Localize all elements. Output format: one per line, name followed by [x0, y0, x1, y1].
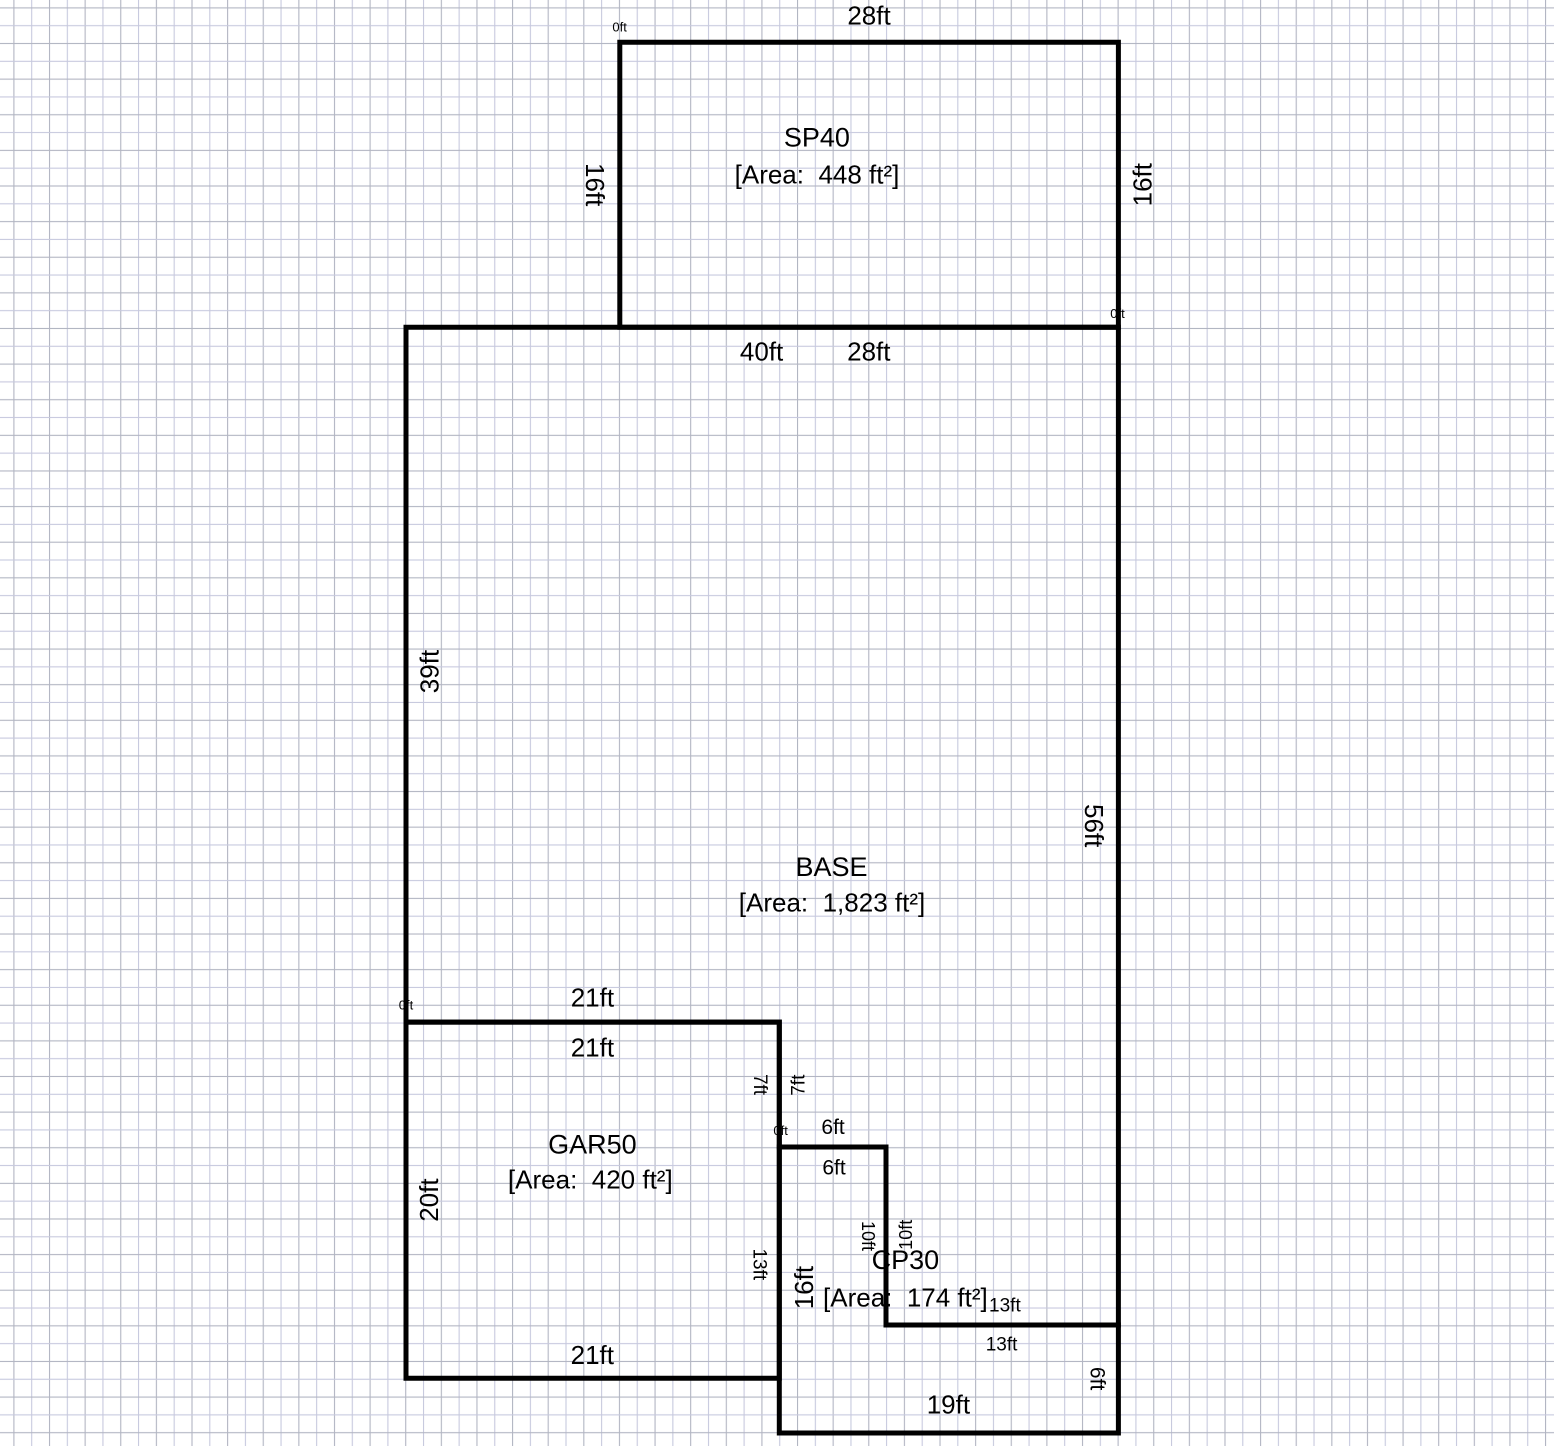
svg-text:0ft: 0ft — [399, 997, 414, 1012]
svg-text:7ft: 7ft — [789, 1074, 810, 1096]
svg-text:GAR50: GAR50 — [548, 1130, 637, 1160]
svg-text:6ft: 6ft — [821, 1116, 845, 1139]
svg-text:19ft: 19ft — [927, 1390, 971, 1420]
svg-text:[Area: 448 ft²]: [Area: 448 ft²] — [735, 160, 900, 190]
svg-text:0ft: 0ft — [1110, 306, 1125, 321]
svg-text:0ft: 0ft — [773, 1123, 788, 1138]
svg-text:16ft: 16ft — [789, 1265, 819, 1309]
svg-text:10ft: 10ft — [896, 1220, 916, 1250]
svg-text:21ft: 21ft — [571, 1340, 615, 1370]
svg-text:16ft: 16ft — [580, 163, 610, 207]
svg-text:[Area: 420 ft²]: [Area: 420 ft²] — [508, 1165, 673, 1195]
svg-text:28ft: 28ft — [847, 337, 891, 367]
svg-text:16ft: 16ft — [1128, 162, 1158, 206]
svg-text:6ft: 6ft — [1086, 1367, 1109, 1391]
svg-text:20ft: 20ft — [414, 1178, 444, 1222]
svg-text:[Area: 1,823 ft²]: [Area: 1,823 ft²] — [739, 887, 925, 917]
svg-text:21ft: 21ft — [571, 983, 615, 1013]
svg-text:SP40: SP40 — [784, 122, 850, 152]
svg-text:[Area: 174 ft²]: [Area: 174 ft²] — [823, 1282, 988, 1312]
svg-text:56ft: 56ft — [1079, 804, 1109, 848]
svg-text:6ft: 6ft — [822, 1157, 846, 1180]
svg-text:40ft: 40ft — [740, 337, 784, 367]
svg-text:10ft: 10ft — [858, 1221, 878, 1251]
svg-text:28ft: 28ft — [847, 1, 891, 31]
svg-text:BASE: BASE — [795, 852, 867, 882]
svg-text:0ft: 0ft — [612, 20, 627, 35]
svg-text:13ft: 13ft — [986, 1335, 1018, 1356]
svg-text:21ft: 21ft — [571, 1032, 615, 1062]
svg-text:13ft: 13ft — [749, 1248, 770, 1280]
svg-text:CP30: CP30 — [872, 1245, 940, 1275]
svg-text:7ft: 7ft — [749, 1074, 770, 1096]
svg-text:39ft: 39ft — [415, 649, 445, 693]
svg-text:13ft: 13ft — [989, 1295, 1021, 1316]
